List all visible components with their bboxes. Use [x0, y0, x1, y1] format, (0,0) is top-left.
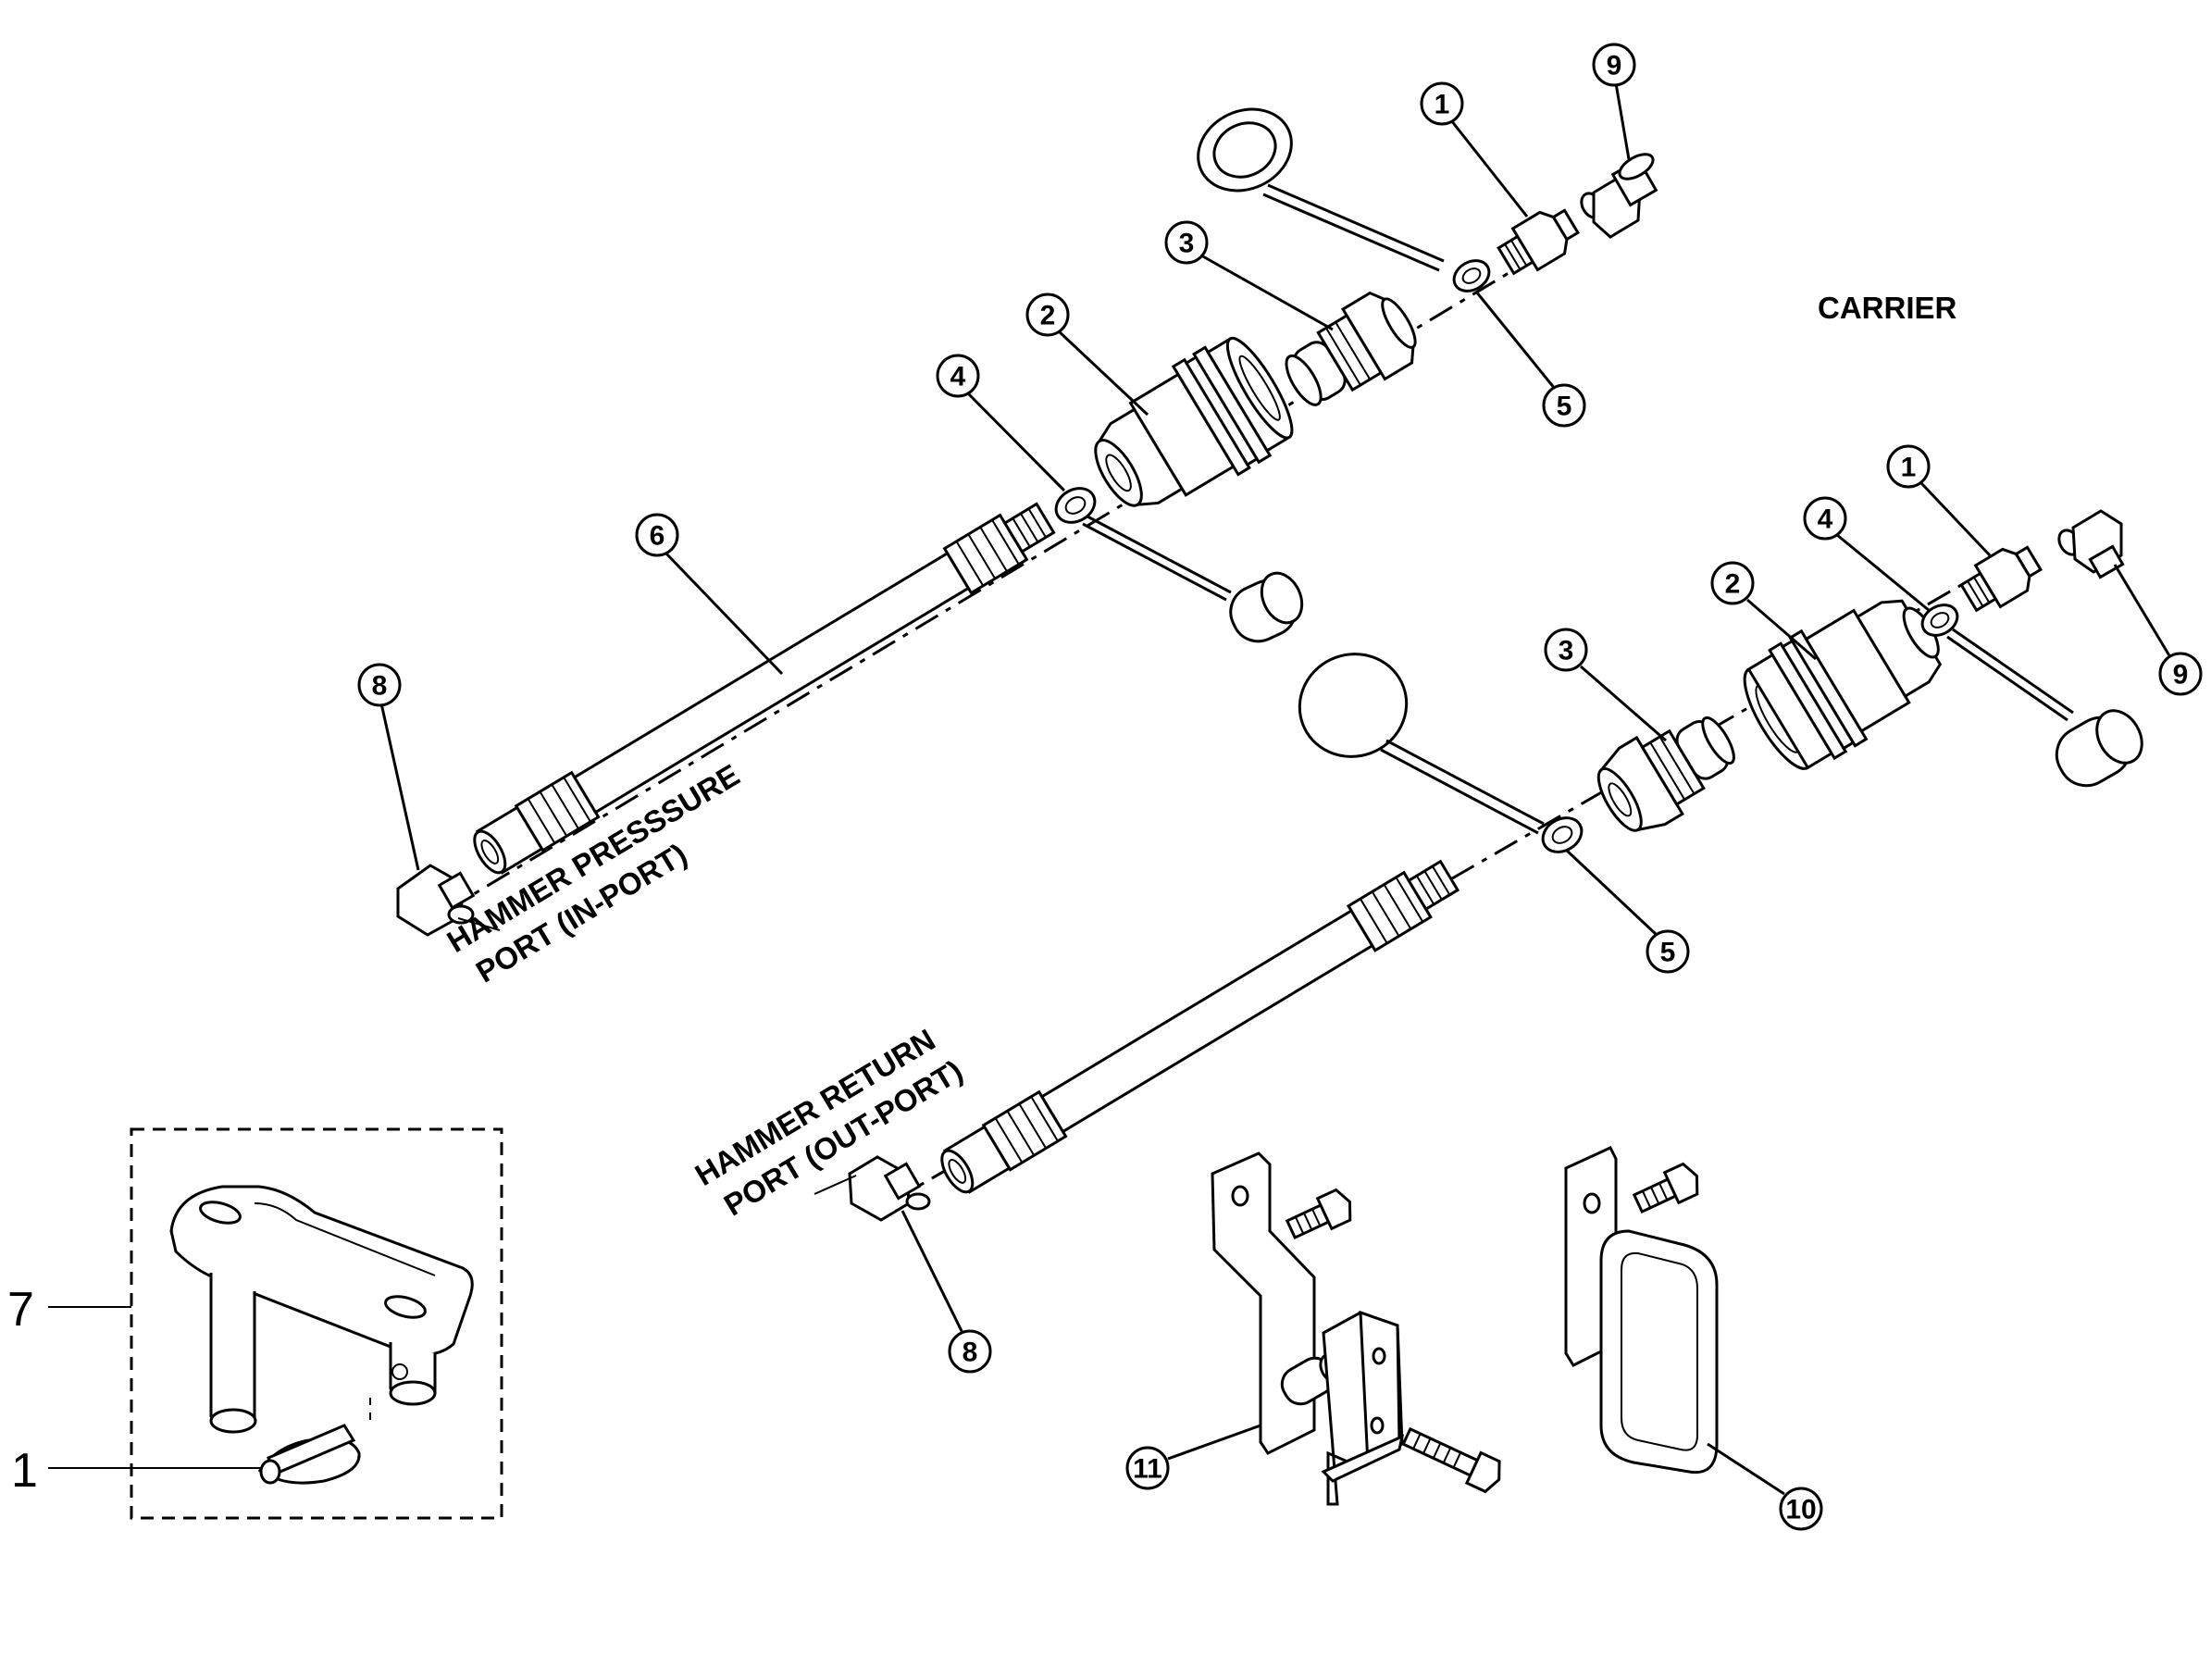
coupler-3-upper	[1285, 291, 1417, 406]
svg-text:4: 4	[950, 362, 966, 392]
callout-upper-3: 3	[1164, 220, 1334, 331]
carrier-label: CARRIER	[1818, 291, 1957, 325]
svg-text:5: 5	[1660, 938, 1676, 968]
callout-lower-9: 9	[2113, 564, 2203, 696]
inset-callout-1: 1	[11, 1444, 261, 1498]
coupler-2-upper	[1094, 336, 1294, 507]
callout-upper-5: 5	[1474, 291, 1586, 428]
svg-text:9: 9	[2173, 660, 2189, 691]
svg-text:8: 8	[372, 671, 388, 702]
svg-text:2: 2	[1040, 301, 1056, 331]
adapter-1-upper	[1497, 208, 1580, 276]
coupler-2-lower	[1743, 599, 1943, 770]
elbow-fitting-9-upper	[1580, 153, 1658, 239]
pressure-line-assembly: 8 6 4 2 3 5 1	[357, 43, 1658, 937]
svg-text:6: 6	[650, 521, 665, 552]
svg-text:7: 7	[7, 1283, 34, 1337]
callout-upper-6: 6	[635, 513, 784, 676]
callout-lower-5: 5	[1564, 848, 1690, 974]
svg-text:4: 4	[1818, 504, 1833, 535]
svg-text:9: 9	[1607, 51, 1622, 81]
callout-10: 10	[1707, 1442, 1823, 1531]
callout-11: 11	[1125, 1424, 1261, 1490]
callout-upper-4: 4	[936, 354, 1066, 492]
callout-lower-4: 4	[1803, 496, 1931, 613]
adapter-1-lower	[1959, 545, 2043, 613]
callout-upper-2: 2	[1025, 292, 1149, 417]
dust-plug-top	[1197, 107, 1445, 272]
hose-assembly-6	[473, 502, 1056, 875]
svg-text:3: 3	[1179, 229, 1195, 259]
svg-text:2: 2	[1725, 569, 1741, 600]
svg-text:5: 5	[1557, 392, 1572, 422]
callout-lower-3: 3	[1544, 628, 1667, 742]
pin-assembly-inset	[130, 1127, 503, 1520]
svg-text:1: 1	[1901, 453, 1917, 483]
svg-text:1: 1	[1435, 90, 1450, 120]
inset-callout-7: 7	[7, 1283, 131, 1337]
callout-lower-8: 8	[901, 1210, 992, 1374]
svg-text:11: 11	[1133, 1454, 1162, 1485]
callout-lower-2: 2	[1710, 561, 1817, 661]
coupler-3-lower	[1596, 716, 1735, 832]
pressure-port-leader	[457, 917, 501, 931]
return-line-assembly: 8 5 3 2 4 1 9	[848, 444, 2203, 1374]
svg-text:10: 10	[1785, 1495, 1816, 1525]
elbow-fitting-8-lower	[848, 1155, 931, 1222]
dust-cap-4-lower	[1920, 604, 2143, 788]
dust-plug-lower	[1298, 653, 1584, 853]
callout-upper-1: 1	[1420, 81, 1529, 218]
bracket-11	[1211, 1151, 1501, 1506]
callout-lower-1: 1	[1886, 444, 1992, 557]
callout-upper-9: 9	[1592, 43, 1636, 160]
elbow-fitting-9-lower	[2057, 509, 2125, 579]
return-port-leader	[814, 1175, 857, 1195]
callout-upper-8: 8	[357, 663, 420, 871]
svg-text:1: 1	[11, 1444, 38, 1498]
svg-text:3: 3	[1559, 636, 1574, 666]
hose-assembly-lower	[940, 859, 1460, 1194]
svg-text:8: 8	[963, 1338, 978, 1368]
elbow-fitting-8-upper	[396, 864, 476, 937]
handle-10	[1564, 1146, 1719, 1475]
dust-cap-4-upper	[1054, 487, 1304, 643]
seal-5-upper	[1452, 259, 1491, 292]
